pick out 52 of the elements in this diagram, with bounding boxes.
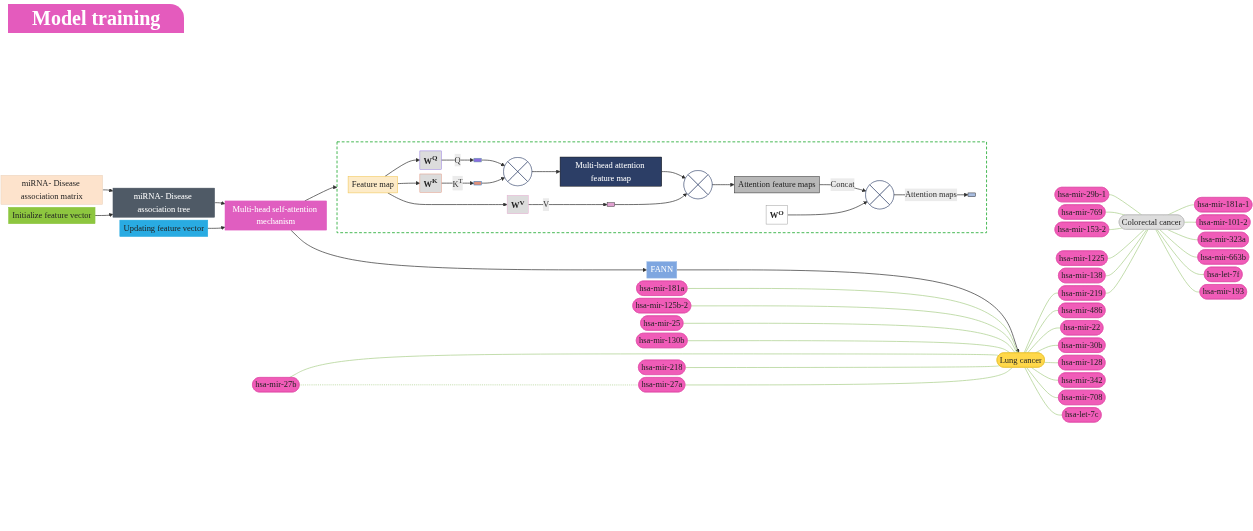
- connector: [687, 340, 1011, 354]
- connector: [1105, 211, 1126, 216]
- connector: [1167, 229, 1199, 241]
- connector: [1031, 367, 1060, 381]
- node-box: W$^{V}$: [506, 195, 529, 214]
- connector: [682, 322, 1016, 354]
- connector: [1105, 229, 1149, 294]
- edge-label: Concat: [830, 179, 855, 190]
- node-box: miRNA- Disease association tree: [112, 187, 215, 218]
- connector: [1027, 327, 1062, 354]
- edge-label: V: [542, 199, 550, 210]
- node-box: Multi-head attention feature map: [559, 156, 662, 187]
- connector: [288, 353, 1000, 379]
- edge-label: Attention maps: [904, 189, 957, 200]
- connector: [1044, 362, 1060, 364]
- connector: [1107, 229, 1145, 259]
- node-box: Multi-head self-attention mechanism: [224, 200, 327, 231]
- node-box: miRNA- Disease association matrix: [0, 175, 103, 205]
- node-box: [473, 157, 482, 163]
- connector: [1026, 367, 1060, 399]
- connector: [686, 288, 1019, 354]
- node-box: W$^{O}$: [765, 205, 788, 225]
- connector: [685, 365, 1000, 368]
- node-box: Initialize feature vector: [8, 207, 96, 224]
- connector: [299, 384, 640, 386]
- node-box: W$^{K}$: [419, 173, 442, 193]
- node-box: [606, 202, 615, 207]
- connector: [1184, 221, 1197, 223]
- edge-label: Q: [454, 155, 461, 165]
- connector: [1023, 292, 1060, 354]
- node-box: Feature map: [347, 176, 398, 194]
- connector: [1159, 229, 1199, 258]
- connector: [1167, 204, 1196, 216]
- connector: [1105, 229, 1148, 277]
- node-box: Updating feature vector: [119, 219, 209, 237]
- node-box: W$^{Q}$: [419, 150, 442, 170]
- connector: [1024, 367, 1063, 416]
- connector: [684, 367, 1013, 386]
- node-box: Attention feature maps: [734, 176, 820, 194]
- connector: [1155, 229, 1201, 293]
- connector: [690, 305, 1018, 354]
- cluster: [336, 141, 988, 234]
- connector: [1108, 194, 1143, 216]
- connector: [1108, 227, 1123, 230]
- edge-label: K$^{T}$: [452, 177, 463, 189]
- connector: [1024, 310, 1060, 354]
- connector: [1156, 229, 1205, 275]
- title-banner: Model training: [8, 4, 185, 33]
- connector: [1034, 345, 1060, 354]
- node-box: [473, 181, 482, 186]
- node-box: [967, 192, 976, 197]
- node-box: FANN: [646, 261, 677, 279]
